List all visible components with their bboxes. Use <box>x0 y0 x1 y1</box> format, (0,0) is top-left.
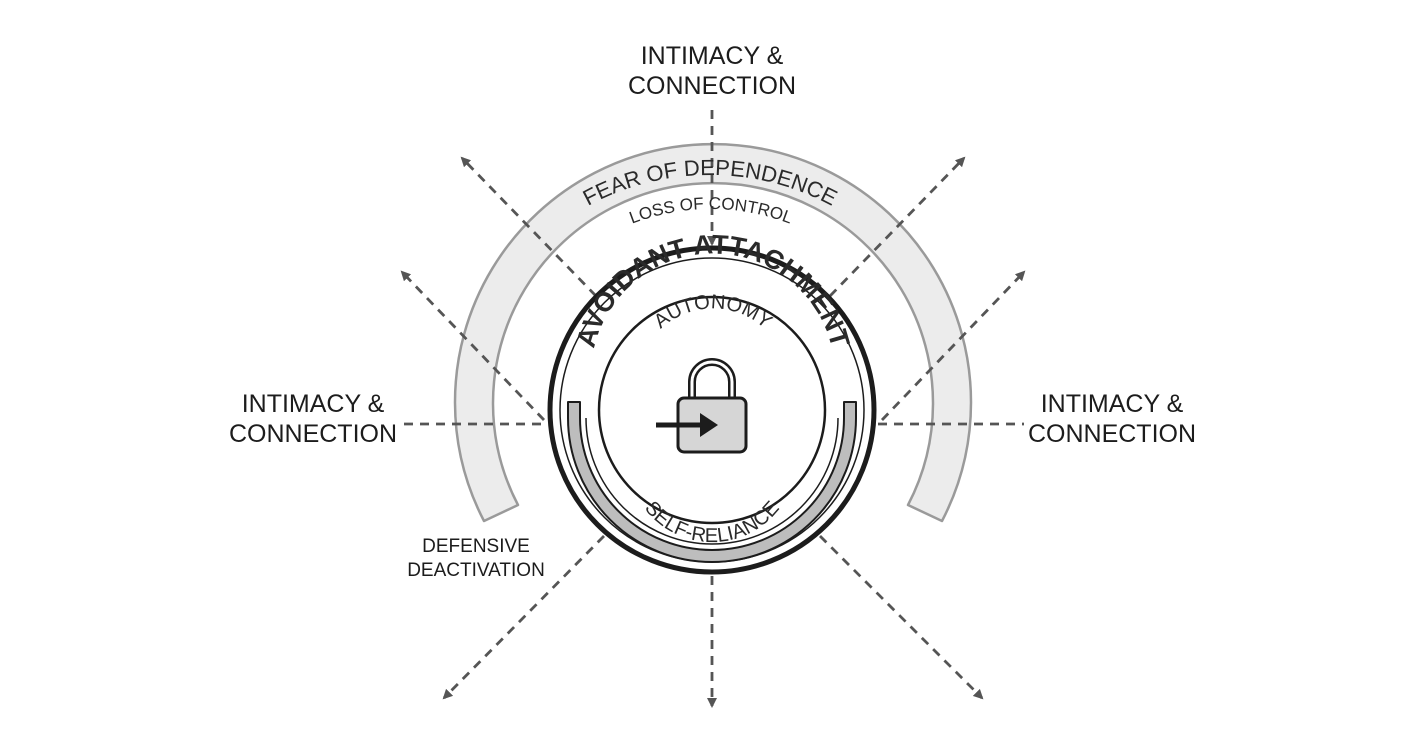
label-top-line2: CONNECTION <box>628 72 796 100</box>
padlock-with-arrow-icon <box>656 358 748 454</box>
label-left-line2: CONNECTION <box>229 420 397 448</box>
label-right-line2: CONNECTION <box>1028 420 1196 448</box>
arrow-mid-left <box>400 270 546 421</box>
containment-cup <box>567 401 857 563</box>
label-right-line1: INTIMACY & <box>1041 390 1184 418</box>
arrow-mid-right <box>880 270 1026 421</box>
label-left-line1: INTIMACY & <box>242 390 385 418</box>
arrow-lower-left <box>442 535 605 700</box>
arrow-lower-right <box>819 535 984 700</box>
protective-shield-arc <box>453 142 973 523</box>
arrow-upper-right <box>828 156 966 297</box>
arrow-upper-left <box>460 156 598 297</box>
label-defensive-line1: DEFENSIVE <box>422 536 530 557</box>
label-top-line1: INTIMACY & <box>641 42 784 70</box>
label-defensive-line2: DEACTIVATION <box>407 560 545 581</box>
dashed-arrows <box>400 110 1026 708</box>
